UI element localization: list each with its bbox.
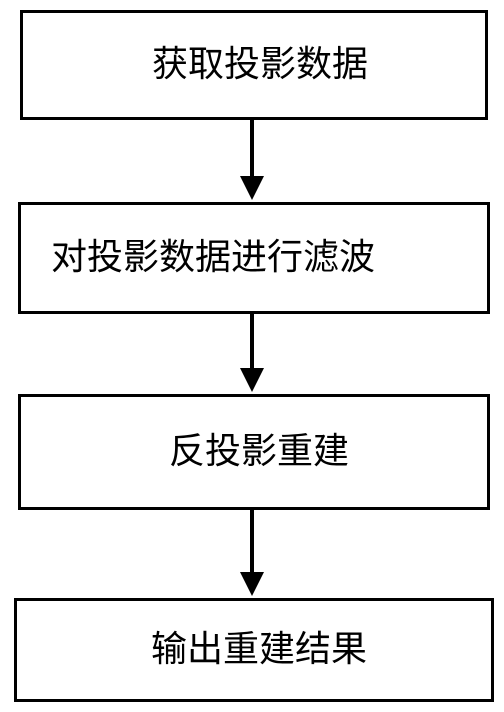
- step-acquire-projection-data: 获取投影数据: [20, 10, 488, 120]
- step-label: 输出重建结果: [150, 629, 367, 670]
- arrow-down-icon: [236, 314, 268, 394]
- step-back-projection-reconstruction: 反投影重建: [18, 394, 490, 510]
- step-output-reconstruction-result: 输出重建结果: [14, 598, 494, 702]
- arrow-down-icon: [236, 510, 268, 598]
- arrow-down-icon: [236, 120, 268, 202]
- step-filter-projection-data: 对投影数据进行滤波: [18, 202, 490, 314]
- step-label: 获取投影数据: [151, 44, 368, 85]
- step-label: 对投影数据进行滤波: [51, 237, 376, 278]
- step-label: 反投影重建: [168, 431, 349, 472]
